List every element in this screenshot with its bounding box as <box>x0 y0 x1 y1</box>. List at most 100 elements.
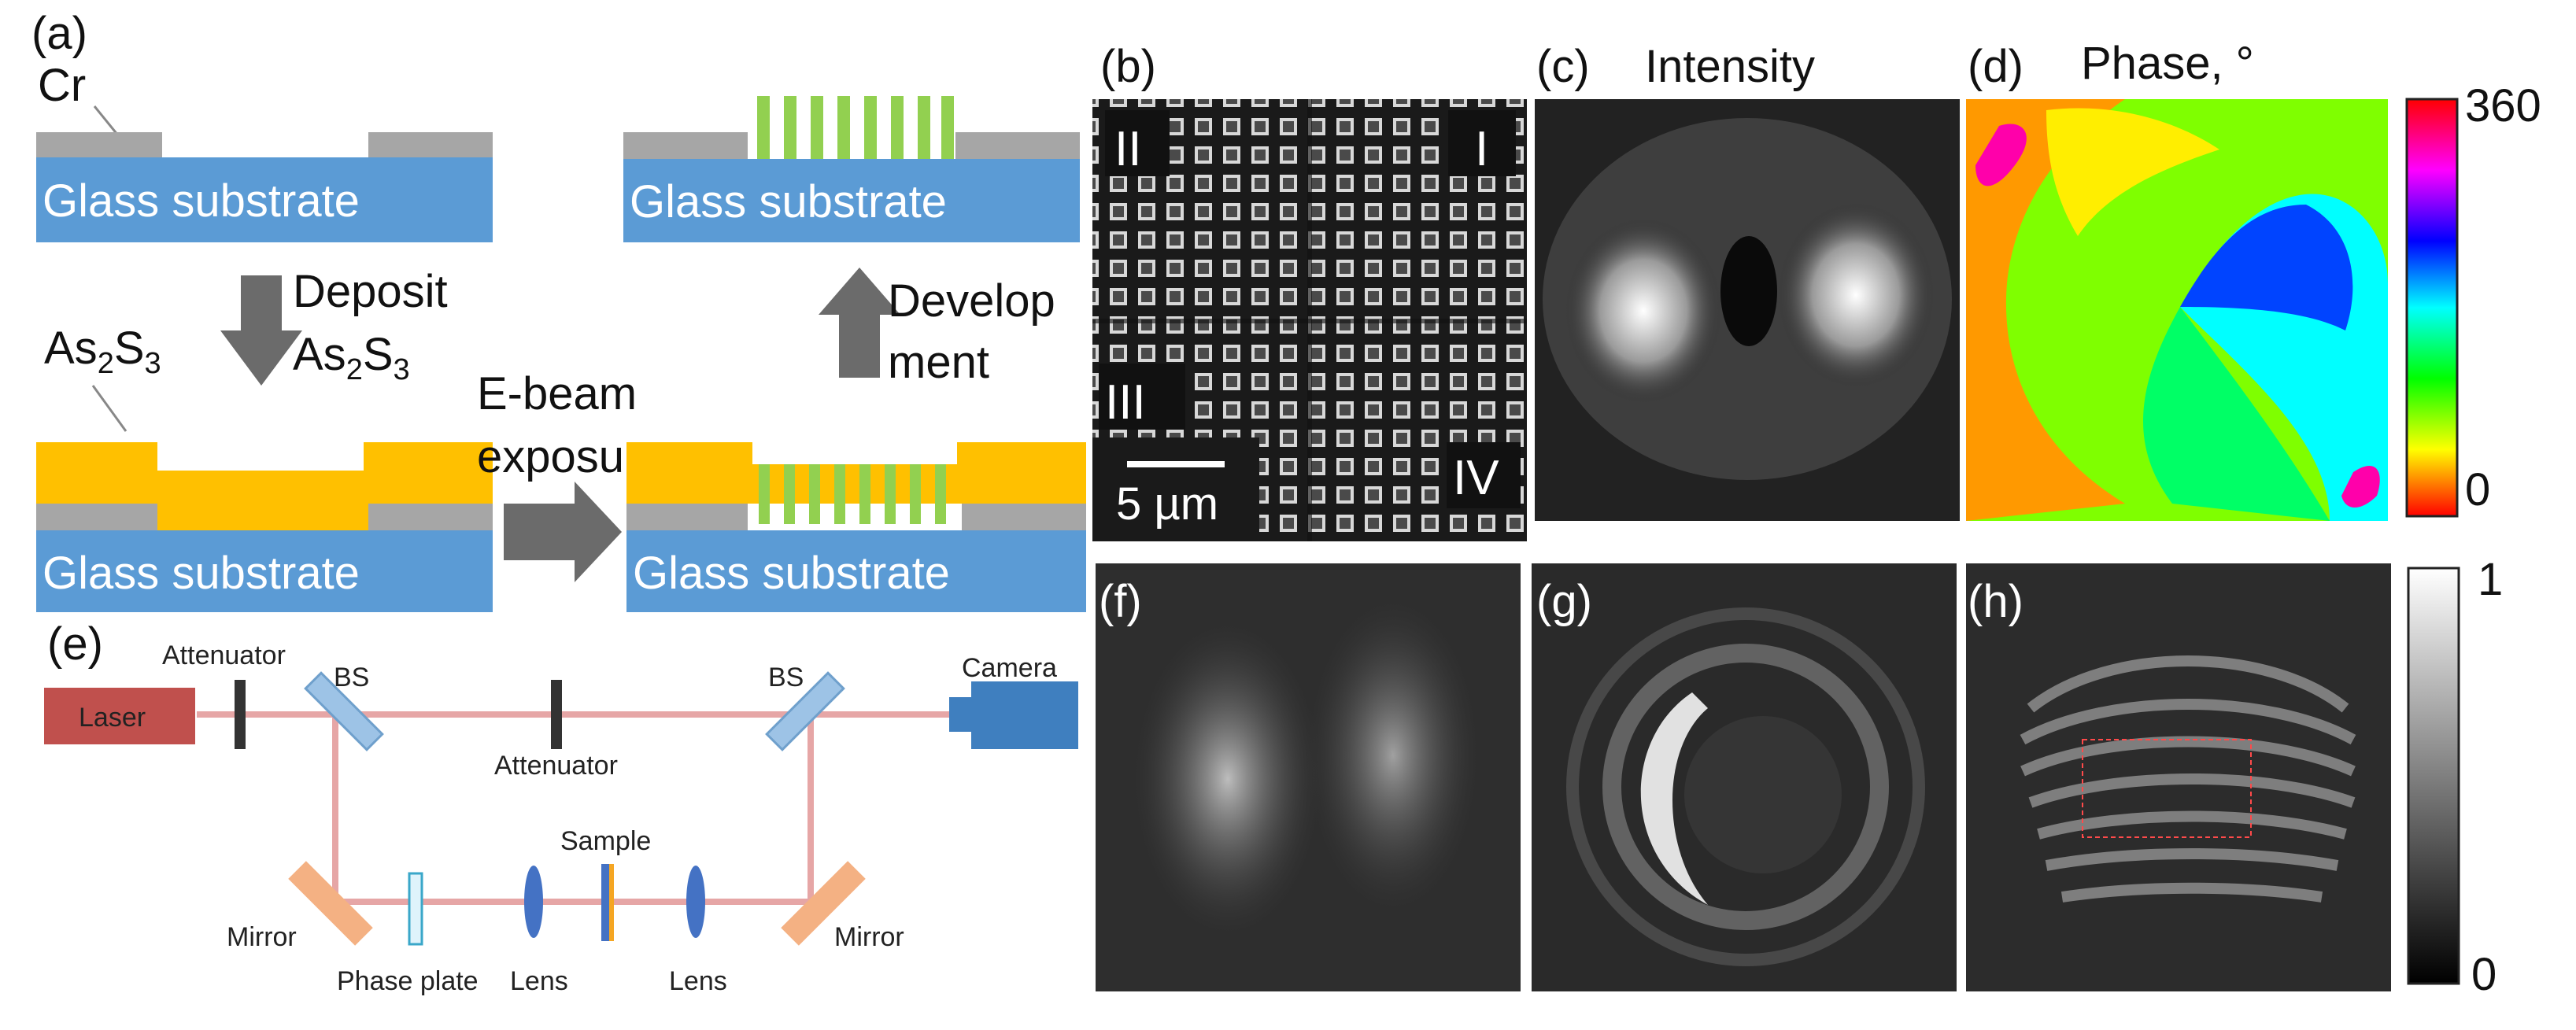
as2s3-layer-3 <box>626 442 1086 504</box>
develop-label-2: ment <box>888 337 989 388</box>
quad-III-bg <box>1099 364 1185 430</box>
cr-pad-left-3 <box>626 504 748 530</box>
phase-region-yellow <box>2046 108 2219 236</box>
panel-a: (a) Cr Glass substrate Deposit As2S3 As2… <box>31 8 1086 612</box>
bs-left-label: BS <box>334 663 369 692</box>
image-h-fringes <box>2020 655 2356 903</box>
quadrant-II: II <box>1114 122 1141 176</box>
scalebar-label: 5 µm <box>1116 478 1218 530</box>
image-f-lobe-left <box>1133 622 1322 936</box>
sample-coating <box>609 864 614 941</box>
image-h-roi-box <box>2082 739 2252 838</box>
substrate-label-3: Glass substrate <box>633 548 950 599</box>
sample-label: Sample <box>560 826 651 856</box>
camera-label: Camera <box>962 653 1057 683</box>
quad-I-bg <box>1448 110 1516 176</box>
substrate-label: Glass substrate <box>43 175 360 227</box>
intensity-null <box>1720 236 1777 346</box>
phase-colorbar <box>2405 98 2459 518</box>
cr-pad-right-4 <box>955 132 1080 159</box>
develop-label-1: Develop <box>888 275 1055 327</box>
image-g-ring <box>1602 644 1889 930</box>
beamsplitter-left <box>304 671 384 751</box>
cr-pad-left-4 <box>623 132 748 159</box>
mirror-left <box>288 861 373 946</box>
panel-label-b: (b) <box>1100 41 1156 92</box>
glass-substrate <box>36 157 493 242</box>
glass-substrate-2 <box>36 530 493 612</box>
as2s3-layer <box>36 442 493 504</box>
camera-lens-mount <box>949 697 971 732</box>
attenuator-top-label: Attenuator <box>162 641 286 670</box>
laser-box <box>44 688 195 744</box>
as2s3-label: As2S3 <box>44 323 161 380</box>
as2s3-fill <box>157 504 368 530</box>
panel-label-g: (g) <box>1536 576 1592 627</box>
phase-colorbar-max: 360 <box>2465 80 2541 131</box>
image-f-lobe-right <box>1306 598 1480 913</box>
ebeam-label-1: E-beam <box>477 368 637 419</box>
bs-right-label: BS <box>768 663 804 692</box>
phase-colorbar-min: 0 <box>2465 464 2490 515</box>
phase-region-green <box>2142 307 2330 521</box>
camera-body <box>971 681 1078 749</box>
mirror-left-label: Mirror <box>227 922 297 952</box>
panel-c: (c) Intensity <box>1535 41 1960 521</box>
panel-b: (b) II I III IV 5 µm <box>1092 41 1527 541</box>
lens-left-label: Lens <box>510 966 568 996</box>
cr-leader-line <box>93 105 120 136</box>
intensity-title: Intensity <box>1645 41 1815 92</box>
step1-stack: Glass substrate <box>36 132 493 242</box>
develop-arrow <box>819 268 900 378</box>
panel-e: (e) Laser Attenuator BS Attenuator BS Ca… <box>44 618 1078 996</box>
exposed-stripes <box>759 464 946 524</box>
cr-pad-right-3 <box>962 504 1086 530</box>
image-g-core <box>1684 716 1842 873</box>
quadrant-I: I <box>1475 122 1488 176</box>
image-g-outer-ring <box>1566 607 1925 966</box>
panel-label-c: (c) <box>1536 41 1590 92</box>
grating-ridges <box>757 96 954 159</box>
cr-pad-left-2 <box>36 504 157 530</box>
phase-region-pink-2 <box>2341 465 2380 508</box>
cr-pad-left <box>36 132 162 157</box>
panel-g: (g) <box>1532 563 1957 991</box>
step4-stack: Glass substrate <box>623 96 1080 242</box>
mirror-right-label: Mirror <box>834 922 904 952</box>
cr-pad-right-2 <box>368 504 493 530</box>
phase-plate-label: Phase plate <box>337 966 479 996</box>
phase-region-pink <box>1975 124 2027 186</box>
gray-colorbar-max: 1 <box>2478 554 2503 605</box>
panel-label-a: (a) <box>31 8 87 59</box>
panel-label-f: (f) <box>1099 576 1142 627</box>
image-g-crescent <box>1640 692 1708 905</box>
beam-paths <box>197 711 960 905</box>
phase-region-orange <box>1966 99 2125 521</box>
mirror-right <box>781 861 866 946</box>
gray-colorbar-min: 0 <box>2471 949 2497 1000</box>
as2s3-leader-line <box>91 385 128 432</box>
intensity-lobe-left <box>1565 218 1722 404</box>
panel-d: (d) Phase, ° 360 0 <box>1966 38 2541 521</box>
phase-region-blue <box>2180 205 2353 330</box>
gray-colorbar <box>2407 567 2460 985</box>
quadrant-IV: IV <box>1453 451 1499 505</box>
lens-left <box>524 866 543 938</box>
quad-IV-bg <box>1447 442 1521 508</box>
step3-stack: Glass substrate <box>626 442 1086 612</box>
step2-stack: Glass substrate <box>36 442 493 612</box>
scalebar <box>1127 461 1225 467</box>
quadrant-III: III <box>1105 375 1146 430</box>
lens-right <box>686 866 705 938</box>
substrate-label-4: Glass substrate <box>630 176 947 227</box>
attenuator-2 <box>551 680 562 749</box>
glass-substrate-4 <box>623 159 1080 242</box>
deposit-label: Deposit <box>293 266 448 317</box>
cr-label: Cr <box>38 60 86 111</box>
attenuator-mid-label: Attenuator <box>494 751 618 781</box>
panel-label-e: (e) <box>47 618 103 670</box>
scalebar-box <box>1092 437 1259 541</box>
sample-plate <box>601 864 609 941</box>
substrate-label-2: Glass substrate <box>43 548 360 599</box>
